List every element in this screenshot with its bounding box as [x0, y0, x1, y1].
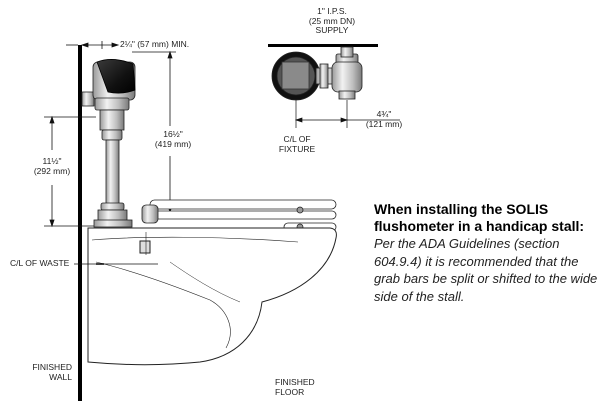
fixture-centerline [294, 100, 400, 128]
ada-installation-note: When installing the SOLIS flushometer in… [374, 201, 606, 305]
height-11-label: 11½" (292 mm) [33, 156, 71, 176]
clearance-dimension [66, 41, 120, 49]
finished-floor-label: FINISHED FLOOR [275, 377, 315, 397]
clearance-label: 2¼" (57 mm) MIN. [120, 39, 190, 49]
cl-fixture-label: C/L OF FIXTURE [278, 134, 316, 154]
height-11-dimension [44, 115, 96, 228]
height-16-label: 16½" (419 mm) [154, 129, 192, 149]
grab-bars [141, 199, 337, 232]
note-title-line-1: When installing the SOLIS [374, 201, 549, 217]
supply-label: 1" I.P.S. (25 mm DN) SUPPLY [308, 6, 356, 35]
note-body: Per the ADA Guidelines (section 604.9.4)… [374, 236, 598, 304]
finished-wall [78, 45, 82, 401]
offset-label: 4¾" (121 mm) [365, 109, 403, 129]
note-title: When installing the SOLIS flushometer in… [374, 201, 606, 235]
finished-wall-label: FINISHED WALL [32, 362, 72, 382]
flushometer-side-view [81, 59, 136, 228]
note-title-line-2: flushometer in a handicap stall: [374, 218, 585, 234]
toilet-bowl [87, 227, 337, 366]
cl-waste-label: C/L OF WASTE [10, 258, 70, 268]
supply-top-view [268, 44, 378, 101]
